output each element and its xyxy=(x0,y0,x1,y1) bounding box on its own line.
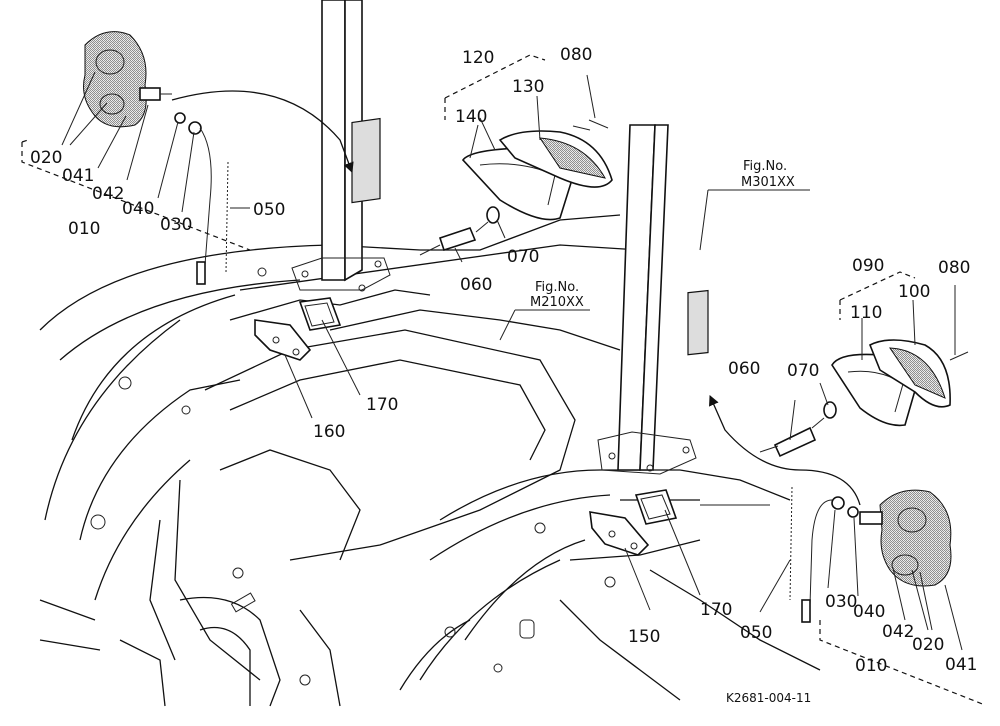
label-100: 100 xyxy=(898,282,930,302)
left-lamp-assembly xyxy=(83,31,212,285)
label-050-left: 050 xyxy=(253,200,285,220)
spring-050-right xyxy=(789,486,793,601)
rear-lamp-cover-upper xyxy=(461,119,613,221)
label-070-lower: 070 xyxy=(787,361,819,381)
group-brackets xyxy=(21,54,986,706)
label-041-left: 041 xyxy=(62,166,94,186)
leader-lines xyxy=(61,71,963,651)
fig-ref-lower-line1: Fig.No. xyxy=(535,280,579,295)
label-170-left: 170 xyxy=(366,395,398,415)
figure-code: K2681-004-11 xyxy=(726,691,811,705)
label-130: 130 xyxy=(512,77,544,97)
label-150: 150 xyxy=(628,627,660,647)
fig-ref-upper-line1: Fig.No. xyxy=(743,159,787,174)
bracket-left xyxy=(254,297,342,361)
label-020-left: 020 xyxy=(30,148,62,168)
harness-route-arrow-right xyxy=(709,395,861,506)
fig-ref-lower: Fig.No. M210XX xyxy=(530,280,584,310)
label-040-left: 040 xyxy=(122,199,154,219)
fig-ref-upper: Fig.No. M301XX xyxy=(740,159,810,191)
harness-route-arrow-left xyxy=(171,90,354,173)
bracket-right xyxy=(589,489,678,556)
label-060-upper: 060 xyxy=(460,275,492,295)
label-010-right: 010 xyxy=(855,656,887,676)
chassis-frame xyxy=(39,214,821,707)
label-120: 120 xyxy=(462,48,494,68)
label-042-right: 042 xyxy=(882,622,914,642)
rops-post-right xyxy=(597,124,709,475)
socket-bulb-upper xyxy=(419,206,500,256)
label-090: 090 xyxy=(852,256,884,276)
label-080-lower: 080 xyxy=(938,258,970,278)
right-lamp-assembly xyxy=(801,489,952,623)
label-110: 110 xyxy=(850,303,882,323)
label-030-right: 030 xyxy=(825,592,857,612)
fig-ref-lower-line2: M210XX xyxy=(530,295,584,310)
label-050-right: 050 xyxy=(740,623,772,643)
label-070-upper: 070 xyxy=(507,247,539,267)
label-080-upper: 080 xyxy=(560,45,592,65)
label-042-left: 042 xyxy=(92,184,124,204)
spring-050-left xyxy=(225,161,229,273)
rops-post-left xyxy=(291,0,391,292)
label-041-right: 041 xyxy=(945,655,977,675)
label-040-right: 040 xyxy=(853,602,885,622)
label-170-right: 170 xyxy=(700,600,732,620)
label-020-right: 020 xyxy=(912,635,944,655)
part-labels: 020 041 042 040 030 010 050 120 130 080 … xyxy=(30,45,977,676)
label-010-left: 010 xyxy=(68,219,100,239)
label-060-lower: 060 xyxy=(728,359,760,379)
label-140: 140 xyxy=(455,107,487,127)
fig-ref-upper-line2: M301XX xyxy=(741,175,795,190)
socket-bulb-lower xyxy=(759,401,837,458)
rear-lamp-cover-lower xyxy=(831,339,969,427)
label-030-left: 030 xyxy=(160,215,192,235)
label-160: 160 xyxy=(313,422,345,442)
